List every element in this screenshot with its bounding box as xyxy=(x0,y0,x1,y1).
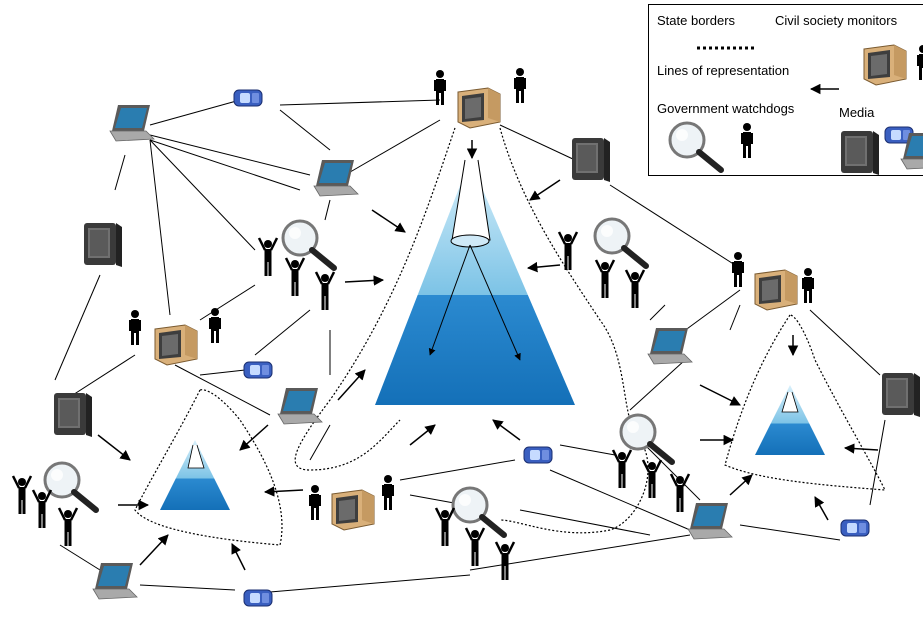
magnifier-icon xyxy=(283,221,334,268)
person-icon xyxy=(434,506,456,548)
tv-icon xyxy=(572,138,610,182)
person-icon xyxy=(641,458,663,500)
person-icon xyxy=(611,448,633,490)
person-icon xyxy=(514,68,526,103)
person-icon xyxy=(57,506,79,548)
network-lines xyxy=(54,99,886,593)
phone-icon xyxy=(243,361,273,379)
right-pyramid-icon xyxy=(755,385,825,455)
person-icon xyxy=(732,252,744,287)
phone-icon xyxy=(523,446,553,464)
legend-media-label: Media xyxy=(839,105,875,120)
magnifier-icon xyxy=(670,123,721,170)
person-icon xyxy=(624,268,646,310)
person-icon xyxy=(284,256,306,298)
phone-icon xyxy=(243,589,273,607)
person-icon xyxy=(31,488,53,530)
person-icon xyxy=(464,526,486,568)
computer-icon xyxy=(154,324,198,366)
person-icon xyxy=(129,310,141,345)
laptop-icon xyxy=(277,387,323,425)
person-icon xyxy=(494,540,516,582)
left-pyramid-icon xyxy=(160,440,230,510)
computer-icon xyxy=(457,87,501,129)
person-icon xyxy=(594,258,616,300)
central-pyramid-icon xyxy=(375,159,575,405)
magnifier-icon xyxy=(45,463,96,510)
person-icon xyxy=(669,472,691,514)
phone-icon xyxy=(233,89,263,107)
person-icon xyxy=(309,485,321,520)
legend: State borders Civil society monitors Lin… xyxy=(648,4,923,176)
representation-arrows xyxy=(97,140,879,571)
person-icon xyxy=(557,230,579,272)
laptop-icon xyxy=(647,327,693,365)
laptop-icon xyxy=(92,562,138,600)
person-icon xyxy=(917,45,923,80)
laptop-icon xyxy=(687,502,733,540)
person-icon xyxy=(257,236,279,278)
phone-icon xyxy=(840,519,870,537)
person-icon xyxy=(314,270,336,312)
person-icon xyxy=(802,268,814,303)
computer-icon xyxy=(863,44,907,86)
person-icon xyxy=(11,474,33,516)
tv-icon xyxy=(841,131,879,175)
legend-symbols xyxy=(649,44,923,175)
tv-icon xyxy=(882,373,920,417)
person-icon xyxy=(382,475,394,510)
person-icon xyxy=(741,123,753,158)
magnifier-icon xyxy=(595,219,646,266)
computer-icon xyxy=(754,269,798,311)
laptop-icon xyxy=(109,104,155,142)
computer-icon xyxy=(331,489,375,531)
legend-watchdogs-label: Government watchdogs xyxy=(657,101,795,116)
legend-civil-society-label: Civil society monitors xyxy=(775,13,898,28)
magnifier-icon xyxy=(453,488,504,535)
legend-state-borders-label: State borders xyxy=(657,13,736,28)
legend-representation-label: Lines of representation xyxy=(657,63,790,78)
laptop-icon xyxy=(313,159,359,197)
tv-icon xyxy=(84,223,122,267)
tv-icon xyxy=(54,393,92,437)
